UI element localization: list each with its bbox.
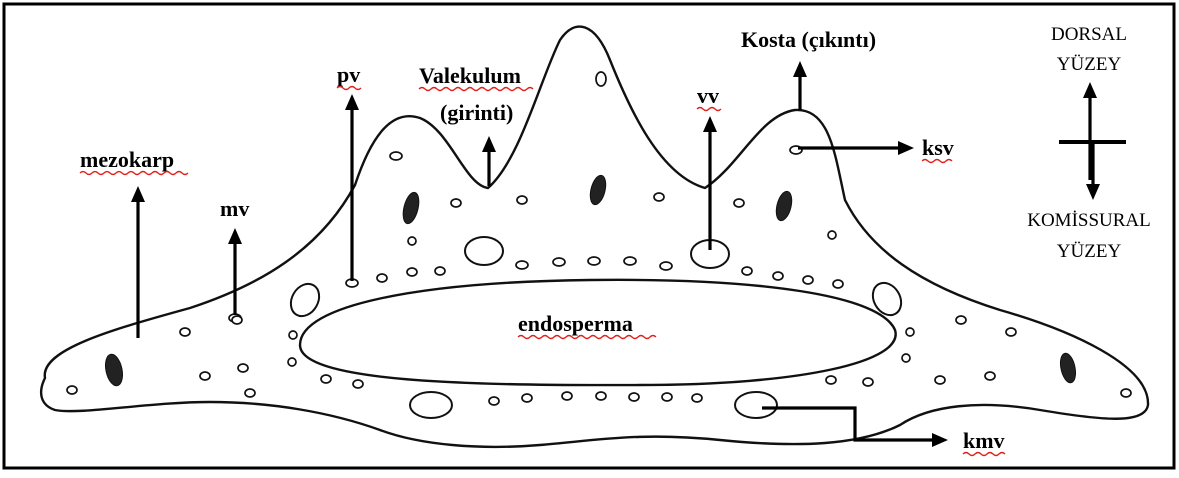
label-pv: pv (337, 62, 360, 87)
label-kosta: Kosta (çıkıntı) (741, 27, 876, 52)
oil-duct (1058, 352, 1078, 384)
label-mezokarp: mezokarp (80, 147, 174, 172)
label-komissural-yuzey: YÜZEY (1057, 241, 1122, 262)
pericarp-outline (41, 27, 1148, 447)
orientation-indicator (1059, 82, 1126, 200)
label-mv: mv (220, 196, 249, 221)
vascular-bundle-large (867, 278, 907, 320)
oil-duct (400, 191, 421, 225)
label-dorsal: DORSAL (1051, 24, 1127, 45)
oil-duct (774, 190, 795, 222)
label-endosperma: endosperma (518, 311, 633, 336)
figure-frame (4, 4, 1174, 468)
label-dorsal-yuzey: YÜZEY (1057, 54, 1122, 75)
vascular-bundle-large (465, 237, 503, 265)
label-komissural: KOMİSSURAL (1027, 210, 1151, 231)
label-girinti: (girinti) (440, 100, 513, 125)
vascular-bundle-large (285, 279, 325, 321)
label-valekulum: Valekulum (419, 63, 521, 88)
label-vv: vv (697, 83, 719, 108)
small-bundles (67, 72, 1131, 405)
oil-duct (103, 353, 125, 388)
vascular-bundle-large (410, 392, 452, 418)
spellcheck-underline (922, 160, 952, 163)
vascular-bundle-large (735, 392, 777, 418)
label-kmv: kmv (963, 428, 1005, 453)
oil-duct (588, 174, 609, 206)
label-ksv: ksv (922, 135, 954, 160)
label-arrows (131, 61, 948, 447)
